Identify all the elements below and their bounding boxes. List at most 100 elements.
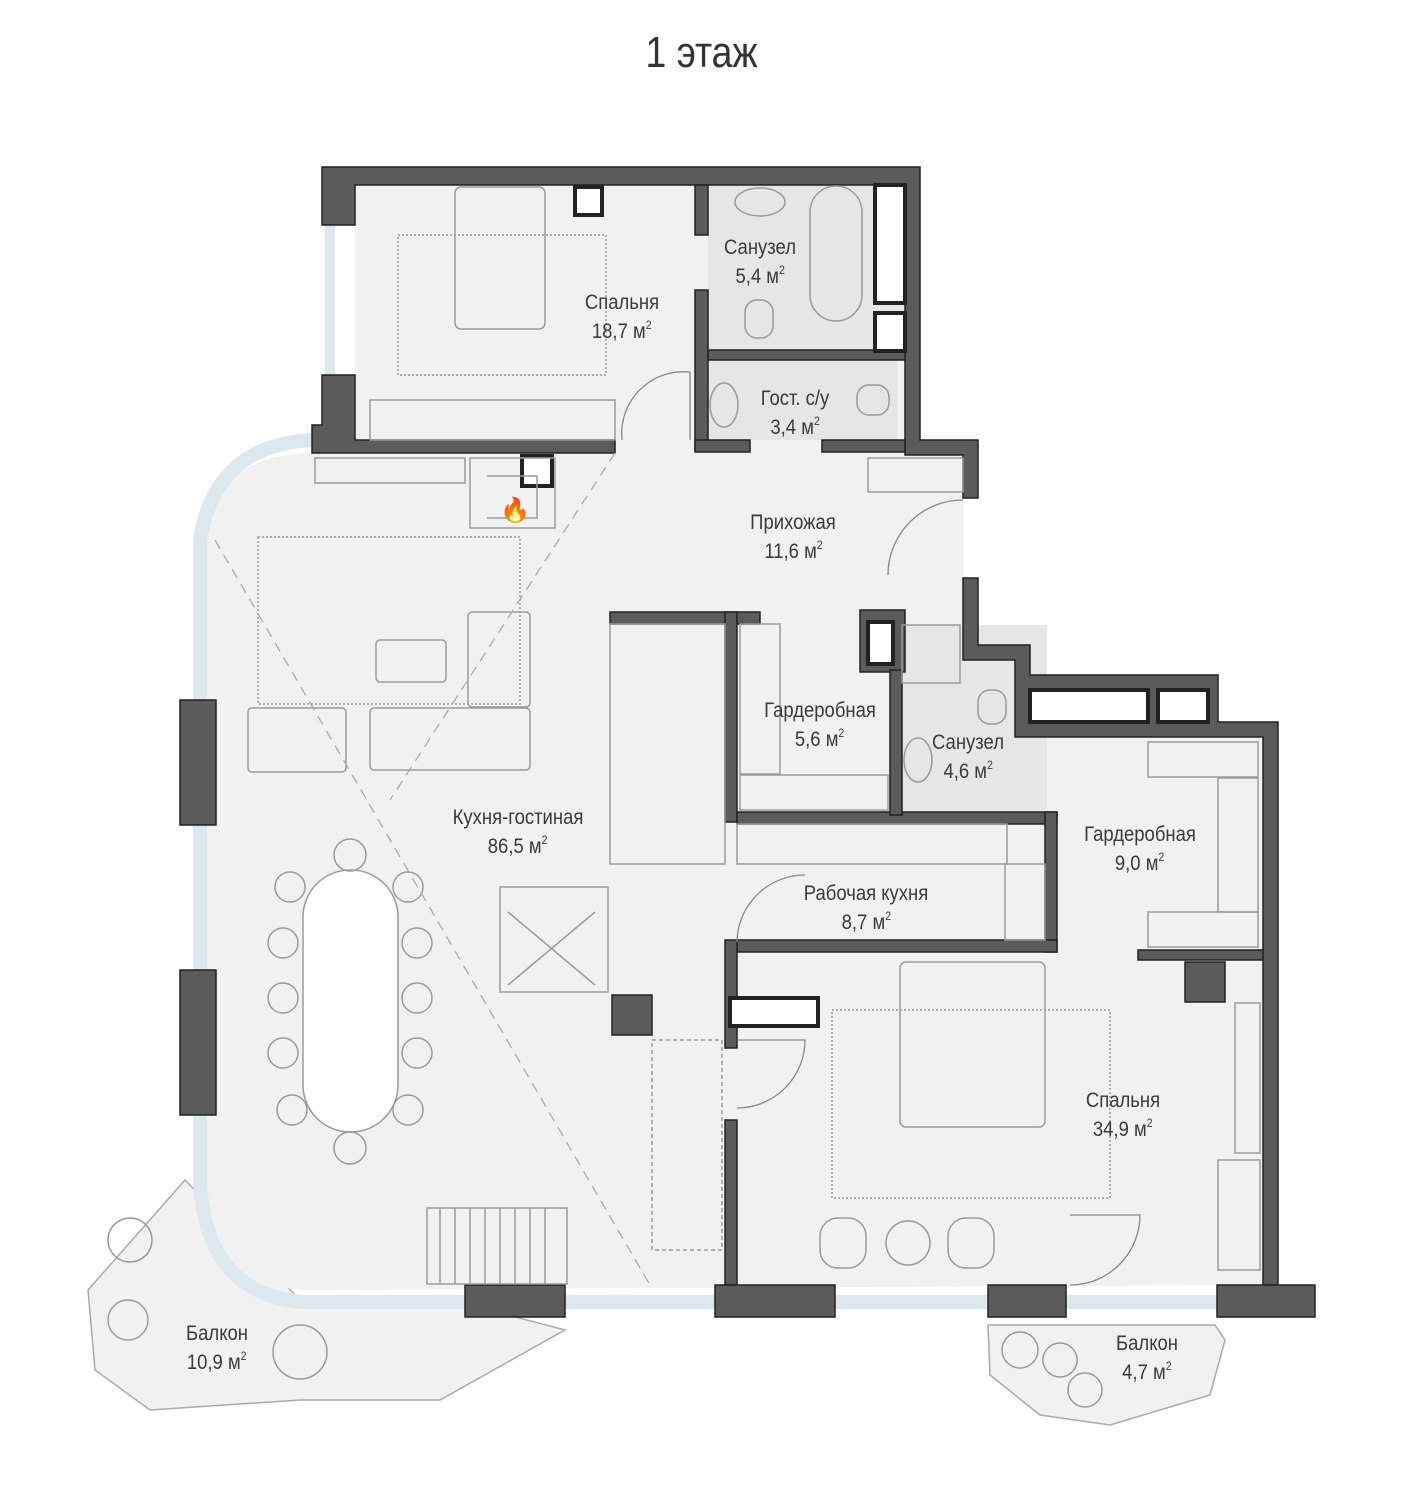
elevator: [499, 886, 609, 993]
room-name: Кухня-гостиная: [452, 806, 584, 829]
fireplace: [469, 457, 556, 529]
entrance-door-swing: [887, 499, 964, 576]
area-unit: м: [529, 835, 542, 858]
bedroom-rug: [831, 1009, 1111, 1199]
area-unit-power: 2: [813, 414, 820, 428]
kitchen-counter: [609, 623, 726, 865]
room-name: Санузел: [724, 236, 796, 259]
room-label-balcony-2: Балкон 4,7 м2: [1112, 1329, 1182, 1387]
room-name: Гост. с/у: [760, 387, 830, 410]
room-name: Рабочая кухня: [803, 882, 929, 905]
coffee-table: [375, 639, 447, 683]
room-label-guest-wc: Гост. с/у 3,4 м2: [756, 384, 834, 442]
area-unit-power: 2: [986, 758, 993, 772]
toilet: [977, 689, 1007, 725]
area-value: 34,9: [1093, 1118, 1130, 1141]
area-unit: м: [633, 320, 646, 343]
room-name: Спальня: [584, 291, 660, 314]
area-unit-power: 2: [1165, 1359, 1172, 1373]
area-value: 86,5: [488, 835, 525, 858]
shoe-cabinet: [867, 457, 964, 493]
sofa: [467, 611, 531, 708]
toilet: [744, 299, 774, 339]
area-unit: м: [872, 911, 885, 934]
bathroom-1-floor: [708, 185, 905, 350]
desk-wardrobe: [369, 399, 616, 441]
shower: [901, 624, 961, 684]
area-unit-power: 2: [645, 318, 652, 332]
stairs-upper: [651, 1039, 723, 1251]
area-unit: м: [1146, 852, 1159, 875]
bedroom-door-swing: [621, 371, 691, 441]
side-table: [885, 1220, 931, 1266]
area-unit: м: [826, 728, 839, 751]
furniture: [107, 185, 1261, 1408]
utility-counter: [736, 823, 1008, 865]
wardrobe-rail: [1217, 777, 1259, 913]
room-area: 5,6 м2: [795, 725, 844, 754]
shafts: [520, 183, 1210, 1028]
area-unit: м: [974, 760, 987, 783]
area-value: 4,6: [943, 760, 969, 783]
room-area: 11,6 м2: [764, 537, 822, 566]
dining-table: [302, 869, 399, 1133]
stairs: [426, 1207, 568, 1285]
area-unit-power: 2: [884, 909, 891, 923]
room-area: 5,4 м2: [735, 262, 784, 291]
balcony-door-swing: [1069, 1214, 1141, 1286]
area-unit: м: [1153, 1361, 1166, 1384]
bed-large: [899, 961, 1046, 1128]
sofa: [369, 707, 531, 771]
wardrobe-rail: [1147, 741, 1259, 778]
area-value: 5,4: [735, 265, 761, 288]
balcony-seating: [107, 1217, 1103, 1408]
console: [314, 457, 466, 484]
fireplace-icon: 🔥: [500, 496, 530, 524]
room-name: Балкон: [1116, 1332, 1178, 1355]
area-unit-power: 2: [240, 1349, 247, 1363]
bedroom-door-swing: [736, 1039, 806, 1109]
area-value: 18,7: [592, 320, 629, 343]
area-value: 3,4: [770, 416, 796, 439]
area-value: 4,7: [1122, 1361, 1148, 1384]
room-area: 4,7 м2: [1122, 1358, 1171, 1387]
area-unit: м: [803, 540, 817, 563]
room-name: Санузел: [932, 731, 1004, 754]
area-unit: м: [801, 416, 814, 439]
area-unit-power: 2: [838, 726, 845, 740]
room-area: 18,7 м2: [592, 317, 652, 346]
area-unit: м: [1134, 1118, 1147, 1141]
armchair: [947, 1217, 995, 1269]
area-unit-power: 2: [1146, 1116, 1153, 1130]
toilet: [856, 384, 890, 416]
utility-sink-counter: [1004, 863, 1046, 941]
area-unit-power: 2: [778, 263, 785, 277]
bed-small: [454, 186, 546, 330]
left-window-top: [325, 225, 335, 375]
doors: [621, 371, 1141, 1286]
area-value: 11,6: [763, 540, 799, 563]
room-label-bathroom-2: Санузел 4,6 м2: [927, 728, 1009, 786]
diagonals: [214, 452, 651, 1286]
balcony-right-floor: [987, 1324, 1226, 1426]
wardrobe-rail: [1147, 911, 1259, 948]
area-unit-power: 2: [1158, 850, 1165, 864]
dining-chairs: [267, 838, 433, 1165]
floor-title: 1 этаж: [645, 28, 758, 77]
room-label-bathroom-1: Санузел 5,4 м2: [719, 233, 801, 291]
room-area: 34,9 м2: [1093, 1115, 1153, 1144]
armchair: [819, 1217, 867, 1269]
room-area: 4,6 м2: [943, 757, 992, 786]
room-name: Балкон: [186, 1322, 248, 1345]
living-rug: [257, 536, 521, 705]
left-curved-window: [193, 433, 1225, 1309]
fireplace-opening: [487, 475, 538, 519]
area-unit-power: 2: [541, 833, 548, 847]
